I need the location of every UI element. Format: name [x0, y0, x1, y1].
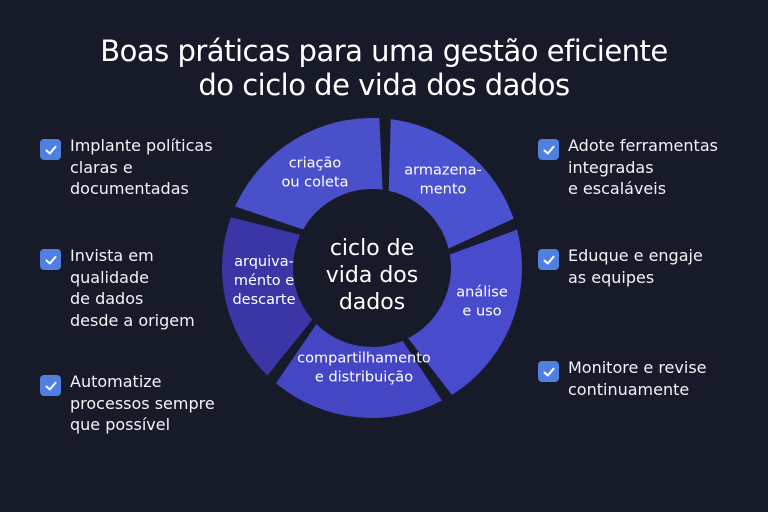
right-item-tools: Adote ferramentas integradas e escalávei…: [538, 135, 718, 200]
stage-label-storage: mento: [420, 182, 467, 198]
stage-label-archiving: descarte: [232, 292, 295, 308]
checkbox-checked-icon: [40, 139, 61, 160]
center-label-line: dados: [339, 290, 405, 315]
right-item-monitor: Monitore e revise continuamente: [538, 357, 707, 400]
checkbox-checked-icon: [538, 139, 559, 160]
item-text: Eduque e engaje as equipes: [568, 246, 703, 287]
stage-label-analysis: análise: [456, 285, 508, 301]
center-label-line: vida dos: [326, 263, 418, 288]
checkbox-checked-icon: [40, 249, 61, 270]
page-title: Boas práticas para uma gestão eficiente …: [0, 34, 768, 102]
left-item-automate: Automatize processos sempre que possível: [40, 371, 215, 436]
center-label-line: ciclo de: [330, 236, 414, 261]
stage-label-creation: criação: [289, 156, 342, 172]
checkbox-checked-icon: [40, 375, 61, 396]
stage-label-archiving: arquiva-: [234, 254, 294, 270]
item-text: Automatize processos sempre que possível: [70, 372, 215, 434]
checkbox-checked-icon: [538, 361, 559, 382]
stage-label-analysis: e uso: [462, 304, 501, 320]
center-circle: [293, 189, 451, 347]
item-text: Adote ferramentas integradas e escalávei…: [568, 136, 718, 198]
stage-segment-creation: [388, 119, 514, 252]
item-text: Implante políticas claras e documentadas: [70, 136, 213, 198]
stage-label-creation: ou coleta: [281, 175, 348, 191]
left-item-policies: Implante políticas claras e documentadas: [40, 135, 213, 200]
title-line-2: do ciclo de vida dos dados: [198, 68, 570, 102]
stage-segment-analysis: [275, 318, 442, 419]
stage-label-storage: armazena-: [404, 163, 481, 179]
left-item-quality: Invista em qualidade de dados desde a or…: [40, 245, 195, 331]
right-item-teams: Eduque e engaje as equipes: [538, 245, 703, 288]
title-line-1: Boas práticas para uma gestão eficiente: [100, 34, 668, 68]
checkbox-checked-icon: [538, 249, 559, 270]
stage-label-sharing: e distribuição: [315, 370, 413, 386]
stage-segment-sharing: [222, 217, 317, 376]
item-text: Monitore e revise continuamente: [568, 358, 707, 399]
stage-label-archiving: ménto e: [234, 273, 294, 289]
item-text: Invista em qualidade de dados desde a or…: [70, 246, 195, 330]
stage-segment-storage: [403, 229, 522, 395]
stage-segment-archiving: [235, 118, 384, 232]
stage-label-sharing: compartilhamento: [297, 351, 431, 367]
